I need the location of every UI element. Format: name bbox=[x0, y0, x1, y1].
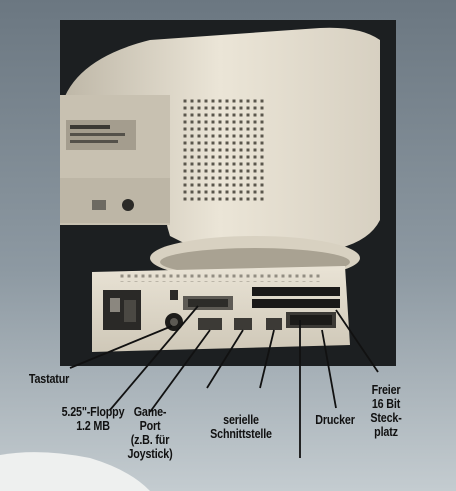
label-tastatur: Tastatur bbox=[28, 372, 70, 386]
expansion-slot bbox=[252, 287, 340, 296]
paper-corner bbox=[0, 452, 150, 491]
leader-tastatur bbox=[69, 325, 173, 369]
expansion-slot-2 bbox=[252, 299, 340, 308]
label-floppy: 5.25"-Floppy 1.2 MB bbox=[61, 405, 125, 433]
vent-grille bbox=[180, 98, 264, 202]
leader-gameport bbox=[149, 329, 211, 413]
leader-seriell-2 bbox=[259, 329, 275, 389]
monitor-knob bbox=[122, 199, 134, 211]
label-slot: Freier 16 Bit Steck- platz bbox=[370, 383, 402, 439]
leader-slot bbox=[335, 309, 379, 373]
leader-drucker bbox=[321, 329, 337, 409]
serial-port-2 bbox=[266, 318, 282, 330]
monitor-connector-panel bbox=[60, 178, 170, 223]
label-gameport: Game- Port (z.B. für Joystick) bbox=[127, 405, 173, 461]
leader-lines bbox=[69, 305, 379, 458]
game-port bbox=[198, 318, 222, 330]
label-drucker: Drucker bbox=[315, 413, 355, 427]
serial-port bbox=[234, 318, 252, 330]
label-seriell: serielle Schnittstelle bbox=[210, 413, 272, 441]
leader-floppy bbox=[109, 305, 199, 411]
leader-seriell bbox=[206, 329, 244, 389]
